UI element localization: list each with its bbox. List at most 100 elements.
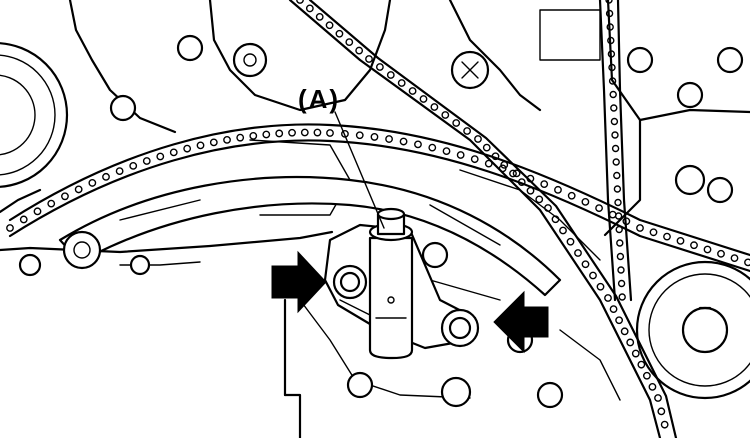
chain-link	[614, 198, 622, 207]
chain-link	[452, 119, 461, 127]
chain-link	[484, 159, 493, 168]
chain-link	[6, 224, 14, 232]
chain-link	[596, 282, 605, 291]
chain-link	[370, 133, 379, 141]
chain-link	[115, 167, 124, 176]
chain-link	[313, 128, 322, 137]
chain-link	[567, 191, 576, 200]
chain-link	[428, 143, 437, 152]
chain-link	[335, 29, 344, 38]
chain-link	[491, 152, 500, 161]
timing-chain-upper	[6, 123, 750, 273]
chain-link	[517, 178, 526, 187]
chain-link	[315, 12, 324, 21]
arrow-left-icon	[493, 290, 549, 354]
chain-tensioner-body	[368, 207, 414, 360]
chain-link	[196, 141, 205, 150]
callout-label-a: (A)	[298, 84, 340, 114]
chain-link	[156, 152, 165, 161]
chain-link	[375, 63, 384, 71]
chain-link	[611, 144, 620, 153]
chain-link	[604, 294, 612, 302]
chain-link	[606, 23, 614, 31]
chain-link	[554, 185, 562, 194]
callout-leader-line	[334, 111, 385, 229]
chain-link	[612, 158, 620, 166]
chain-link	[325, 21, 334, 30]
chain-link	[703, 245, 712, 254]
chain-link	[169, 148, 178, 157]
chain-link	[614, 212, 623, 220]
chain-link	[657, 407, 666, 416]
chain-link	[607, 36, 615, 45]
chain-link	[142, 157, 151, 165]
timing-chain-vertical	[598, 0, 633, 302]
chain-link	[365, 55, 373, 63]
chain-link	[386, 71, 395, 79]
chain-link	[442, 147, 451, 156]
chain-link	[637, 360, 646, 369]
chain-link	[526, 186, 535, 195]
chain-link	[617, 279, 626, 288]
chain-link	[618, 293, 626, 301]
chain-link	[305, 4, 314, 13]
chain-link	[636, 224, 644, 232]
chain-link	[209, 138, 218, 147]
chain-link	[47, 199, 56, 208]
chain-link	[296, 0, 304, 4]
chain-link	[345, 38, 354, 47]
chain-link	[608, 63, 616, 72]
chain-link	[326, 129, 334, 137]
chain-link	[300, 128, 309, 137]
chain-link	[236, 133, 245, 142]
chain-link	[74, 185, 83, 194]
chain-link	[620, 327, 629, 336]
chain-link	[617, 266, 625, 274]
chain-link	[616, 239, 624, 247]
chain-link	[654, 394, 662, 402]
chain-link	[183, 144, 192, 153]
chain-link	[607, 50, 616, 58]
chain-link	[574, 249, 582, 257]
chain-link	[631, 349, 640, 358]
tensioner-bolt-right	[440, 308, 480, 348]
chain-link	[566, 237, 575, 246]
chain-link	[385, 135, 393, 143]
chain-link	[474, 135, 482, 143]
chain-link	[408, 87, 417, 95]
left-camshaft-sprocket	[0, 42, 69, 188]
chain-link	[605, 9, 614, 18]
chain-link	[509, 169, 517, 178]
chain-link	[535, 195, 544, 204]
chain-link	[355, 46, 364, 55]
chain-link	[660, 420, 669, 429]
chain-link	[102, 172, 110, 181]
chain-link	[648, 382, 657, 391]
chain-link	[642, 371, 651, 380]
chain-link	[581, 197, 590, 206]
chain-link	[626, 338, 635, 347]
chain-link	[581, 260, 590, 269]
chain-link	[540, 180, 549, 189]
chain-link	[33, 207, 42, 216]
chain-link	[129, 161, 138, 170]
right-camshaft-sprocket	[635, 260, 750, 400]
chain-link	[262, 130, 271, 139]
chain-link	[663, 232, 671, 241]
chain-link	[717, 249, 725, 258]
chain-link	[559, 226, 567, 235]
chain-link	[589, 271, 597, 280]
chain-link	[544, 204, 552, 212]
chain-link	[288, 128, 296, 137]
chain-link	[249, 131, 258, 140]
chain-link	[605, 0, 613, 4]
chain-link	[613, 171, 621, 180]
chain-link	[399, 137, 408, 146]
chain-link	[482, 143, 491, 152]
chain-link	[441, 111, 450, 119]
chain-link	[609, 90, 617, 99]
chain-link	[223, 135, 231, 144]
chain-link	[355, 131, 364, 140]
chain-link	[500, 160, 509, 169]
chain-link	[610, 104, 618, 112]
